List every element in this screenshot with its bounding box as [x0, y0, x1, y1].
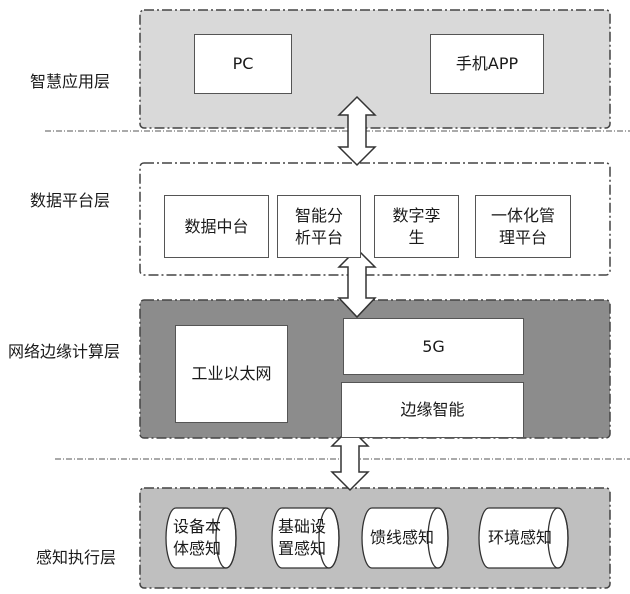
- cylinder-shape: [165, 507, 237, 569]
- network-layer-label: 网络边缘计算层: [8, 342, 121, 361]
- sense-layer-label: 感知执行层: [36, 548, 117, 567]
- double-arrow-icon: [337, 95, 377, 167]
- equipment-body-sensing: 设备本 体感知: [172, 517, 221, 558]
- intelligent-analysis-platform-box: 智能分 析平台: [277, 195, 361, 258]
- feeder-sensing: 馈线感知: [369, 528, 434, 547]
- infrastructure-sensing: 基础设 置感知: [277, 517, 326, 558]
- industrial-ethernet-box: 工业以太网: [175, 325, 288, 423]
- double-arrow-icon: [337, 247, 377, 319]
- data-middle-platform-box: 数据中台: [164, 195, 269, 258]
- double-arrow-icon: [330, 426, 370, 492]
- integrated-management-platform-box: 一体化管 理平台: [475, 195, 571, 258]
- mobile-app-box: 手机APP: [430, 34, 544, 94]
- 5g-box: 5G: [343, 318, 524, 375]
- cylinder-shape: [271, 507, 340, 569]
- cylinder-shape: [478, 507, 569, 569]
- edge-intelligence-box: 边缘智能: [341, 382, 524, 438]
- data-layer-label: 数据平台层: [30, 191, 111, 210]
- pc-box: PC: [194, 34, 292, 94]
- digital-twin-box: 数字孪 生: [374, 195, 459, 258]
- cylinder-shape: [361, 507, 449, 569]
- app-layer-label: 智慧应用层: [30, 72, 111, 91]
- environment-sensing: 环境感知: [487, 528, 552, 547]
